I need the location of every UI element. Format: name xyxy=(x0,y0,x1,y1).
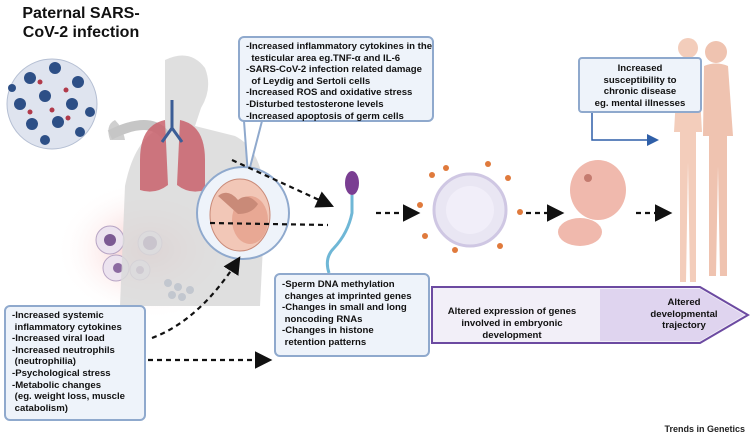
testicular-effects-box: -Increased inflammatory cytokines in the… xyxy=(238,36,434,122)
virus-icon xyxy=(6,58,98,150)
list-item: (eg. weight loss, muscle xyxy=(12,391,126,403)
list-item: -Disturbed testosterone levels xyxy=(246,98,384,110)
list-item: -Increased apoptosis of germ cells xyxy=(246,110,404,122)
list-item: retention patterns xyxy=(282,336,367,348)
list-item: -Sperm DNA methylation xyxy=(282,279,395,290)
list-item: noncoding RNAs xyxy=(282,313,363,325)
list-item: inflammatory cytokines xyxy=(12,321,122,333)
developmental-arrow xyxy=(431,286,750,344)
list-item: of Leydig and Sertoli cells xyxy=(246,75,371,87)
arrow-testis-connector xyxy=(209,221,329,227)
list-item: -Increased viral load xyxy=(12,333,105,345)
list-item: -Increased inflammatory cytokines in the xyxy=(246,41,433,52)
sperm-icon xyxy=(325,171,359,274)
systemic-effects-box: -Increased systemic inflammatory cytokin… xyxy=(4,305,146,421)
list-item: -Changes in small and long xyxy=(282,302,407,314)
epigenetic-changes-box: -Sperm DNA methylation changes at imprin… xyxy=(274,273,430,357)
list-item: (neutrophilia) xyxy=(12,356,76,368)
lungs-icon xyxy=(140,100,205,192)
list-item: changes at imprinted genes xyxy=(282,290,412,302)
list-item: -Psychological stress xyxy=(12,367,111,379)
embryo-icon xyxy=(558,160,626,246)
fertilization-icon xyxy=(417,161,523,253)
list-item: -Increased ROS and oxidative stress xyxy=(246,87,413,99)
list-item: -Increased neutrophils xyxy=(12,344,115,356)
list-item: testicular area eg.TNF-α and IL-6 xyxy=(246,52,401,64)
list-item: -Increased systemic xyxy=(12,310,104,321)
gene-expression-label: Altered expression of genes involved in … xyxy=(447,306,577,341)
text-line: susceptibility to xyxy=(603,74,677,86)
developmental-trajectory-label: Altered developmental trajectory xyxy=(650,297,718,332)
arrow-susceptibility xyxy=(591,113,659,146)
list-item: -SARS-CoV-2 infection related damage xyxy=(246,64,422,76)
source-credit: Trends in Genetics xyxy=(664,424,745,434)
text-line: eg. mental illnesses xyxy=(594,97,686,109)
list-item: catabolism) xyxy=(12,402,68,414)
text-line: chronic disease xyxy=(603,86,677,98)
arrow-systemic-to-testis xyxy=(151,256,241,340)
testis-icon xyxy=(196,166,290,260)
text-line: Increased xyxy=(617,63,663,74)
adults-figure-icon xyxy=(674,38,733,282)
list-item: -Metabolic changes xyxy=(12,379,102,391)
page-title: Paternal SARS-CoV-2 infection xyxy=(22,5,140,41)
list-item: -Changes in histone xyxy=(282,325,374,337)
disease-susceptibility-box: Increased susceptibility to chronic dise… xyxy=(578,57,702,113)
